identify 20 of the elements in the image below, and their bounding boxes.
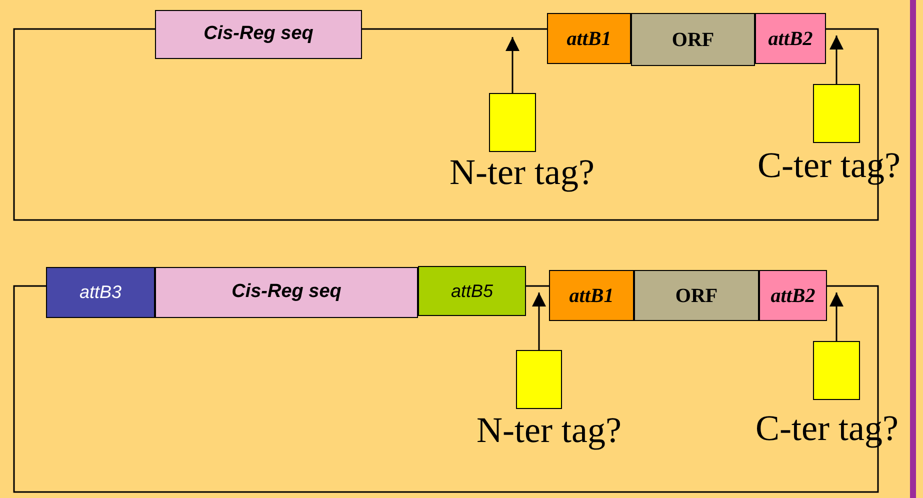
arrow bbox=[830, 36, 844, 84]
sequence-segment: Cis-Reg seq bbox=[155, 267, 418, 318]
tag-box bbox=[516, 350, 562, 409]
sequence-segment: attB1 bbox=[549, 270, 634, 321]
sequence-segment: attB1 bbox=[547, 13, 631, 64]
arrow bbox=[506, 37, 520, 93]
sequence-segment: ORF bbox=[634, 270, 759, 321]
tag-caption: N-ter tag? bbox=[476, 410, 622, 450]
sequence-segment: attB2 bbox=[755, 13, 826, 64]
tag-box bbox=[489, 93, 536, 152]
arrow bbox=[532, 292, 546, 350]
sequence-segment: Cis-Reg seq bbox=[155, 10, 362, 59]
sequence-segment: attB5 bbox=[418, 266, 526, 316]
sequence-segment: attB3 bbox=[46, 267, 155, 318]
tag-box bbox=[813, 341, 860, 400]
arrow bbox=[830, 292, 844, 341]
tag-caption: N-ter tag? bbox=[450, 152, 594, 192]
tag-box bbox=[813, 84, 860, 143]
sequence-segment: ORF bbox=[631, 13, 755, 66]
sequence-segment: attB2 bbox=[759, 270, 827, 321]
